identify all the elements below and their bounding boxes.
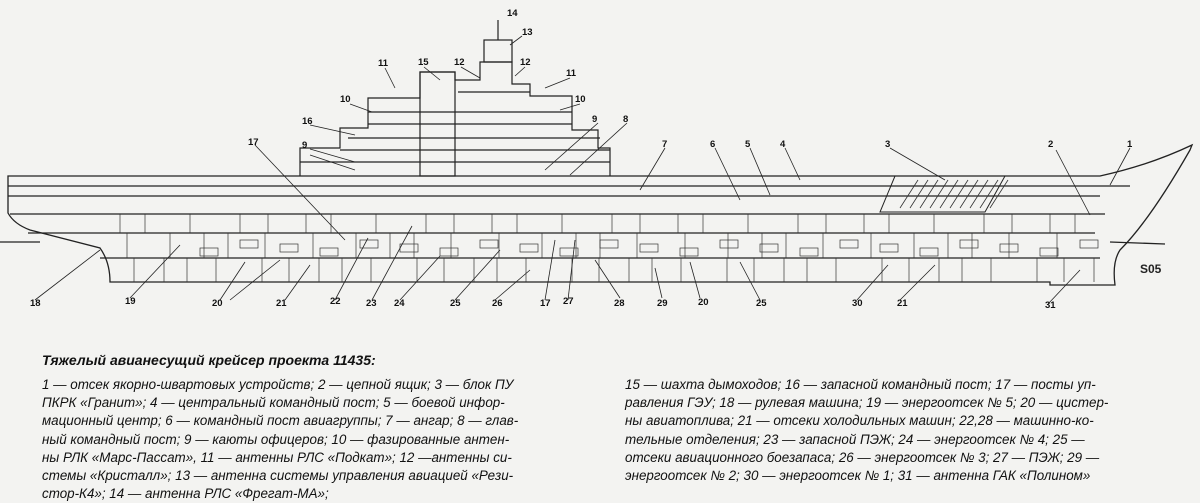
drawing-signature: S05 (1140, 262, 1162, 276)
svg-text:17: 17 (540, 298, 551, 309)
caption-line: 1 — отсек якорно-швартовых устройств; 2 … (42, 377, 514, 392)
svg-text:14: 14 (507, 8, 518, 19)
caption-column-right: 15 — шахта дымоходов; 16 — запасной кома… (625, 376, 1155, 485)
svg-text:13: 13 (522, 27, 533, 38)
svg-text:6: 6 (710, 139, 715, 150)
svg-text:10: 10 (340, 94, 351, 105)
caption-column-left: 1 — отсек якорно-швартовых устройств; 2 … (42, 376, 562, 503)
svg-text:19: 19 (125, 296, 136, 307)
svg-text:24: 24 (394, 298, 405, 309)
caption-line: отсеки авиационного боезапаса; 26 — энер… (625, 449, 1100, 465)
svg-text:12: 12 (454, 57, 465, 68)
svg-text:29: 29 (657, 298, 668, 309)
svg-text:15: 15 (418, 57, 429, 68)
caption-line: мационный центр; 6 — командный пост авиа… (42, 413, 519, 429)
svg-text:3: 3 (885, 139, 890, 150)
svg-text:1: 1 (1127, 139, 1133, 150)
svg-text:10: 10 (575, 94, 586, 105)
svg-text:9: 9 (302, 140, 307, 151)
svg-text:30: 30 (852, 298, 863, 309)
caption-line: 15 — шахта дымоходов; 16 — запасной кома… (625, 377, 1096, 392)
svg-text:5: 5 (745, 139, 751, 150)
caption-line: энергоотсек № 2; 30 — энергоотсек № 1; 3… (625, 468, 1091, 484)
svg-text:2: 2 (1048, 139, 1053, 150)
svg-text:11: 11 (378, 58, 389, 69)
svg-text:31: 31 (1045, 300, 1056, 311)
svg-text:20: 20 (212, 298, 223, 309)
svg-text:4: 4 (780, 139, 786, 150)
svg-text:28: 28 (614, 298, 625, 309)
svg-text:22: 22 (330, 296, 341, 307)
hull-outline (7, 143, 1194, 286)
caption-line: ны авиатоплива; 21 — отсеки холодильных … (625, 413, 1094, 429)
caption-line: ны РЛК «Марс-Пассат», 11 — антенны РЛС «… (42, 449, 512, 465)
caption-line: ный командный пост; 9 — каюты офицеров; … (42, 431, 510, 447)
caption-title: Тяжелый авианесущий крейсер проекта 1143… (42, 352, 376, 368)
svg-text:25: 25 (756, 298, 767, 309)
svg-text:16: 16 (302, 116, 313, 127)
svg-text:21: 21 (276, 298, 287, 309)
caption-line: стемы «Кристалл»; 13 — антенна системы у… (42, 468, 514, 484)
svg-text:21: 21 (897, 298, 908, 309)
svg-text:20: 20 (698, 297, 709, 308)
caption-line: равления ГЭУ; 18 — рулевая машина; 19 — … (625, 395, 1109, 411)
svg-text:27: 27 (563, 296, 574, 307)
island (299, 61, 611, 176)
svg-text:11: 11 (566, 68, 577, 79)
svg-text:23: 23 (366, 298, 377, 309)
caption-line: стор-К4»; 14 — антенна РЛС «Фрегат-МА»; (42, 486, 329, 502)
svg-text:18: 18 (30, 298, 41, 309)
svg-text:8: 8 (623, 114, 628, 125)
svg-text:17: 17 (248, 137, 259, 148)
svg-text:12: 12 (520, 57, 531, 68)
svg-text:7: 7 (662, 139, 667, 150)
svg-text:26: 26 (492, 298, 503, 309)
caption-line: ПКРК «Гранит»; 4 — центральный командный… (42, 395, 505, 411)
svg-text:9: 9 (592, 114, 597, 125)
svg-text:25: 25 (450, 298, 461, 309)
caption-line: тельные отделения; 23 — запасной ПЭЖ; 24… (625, 431, 1085, 447)
